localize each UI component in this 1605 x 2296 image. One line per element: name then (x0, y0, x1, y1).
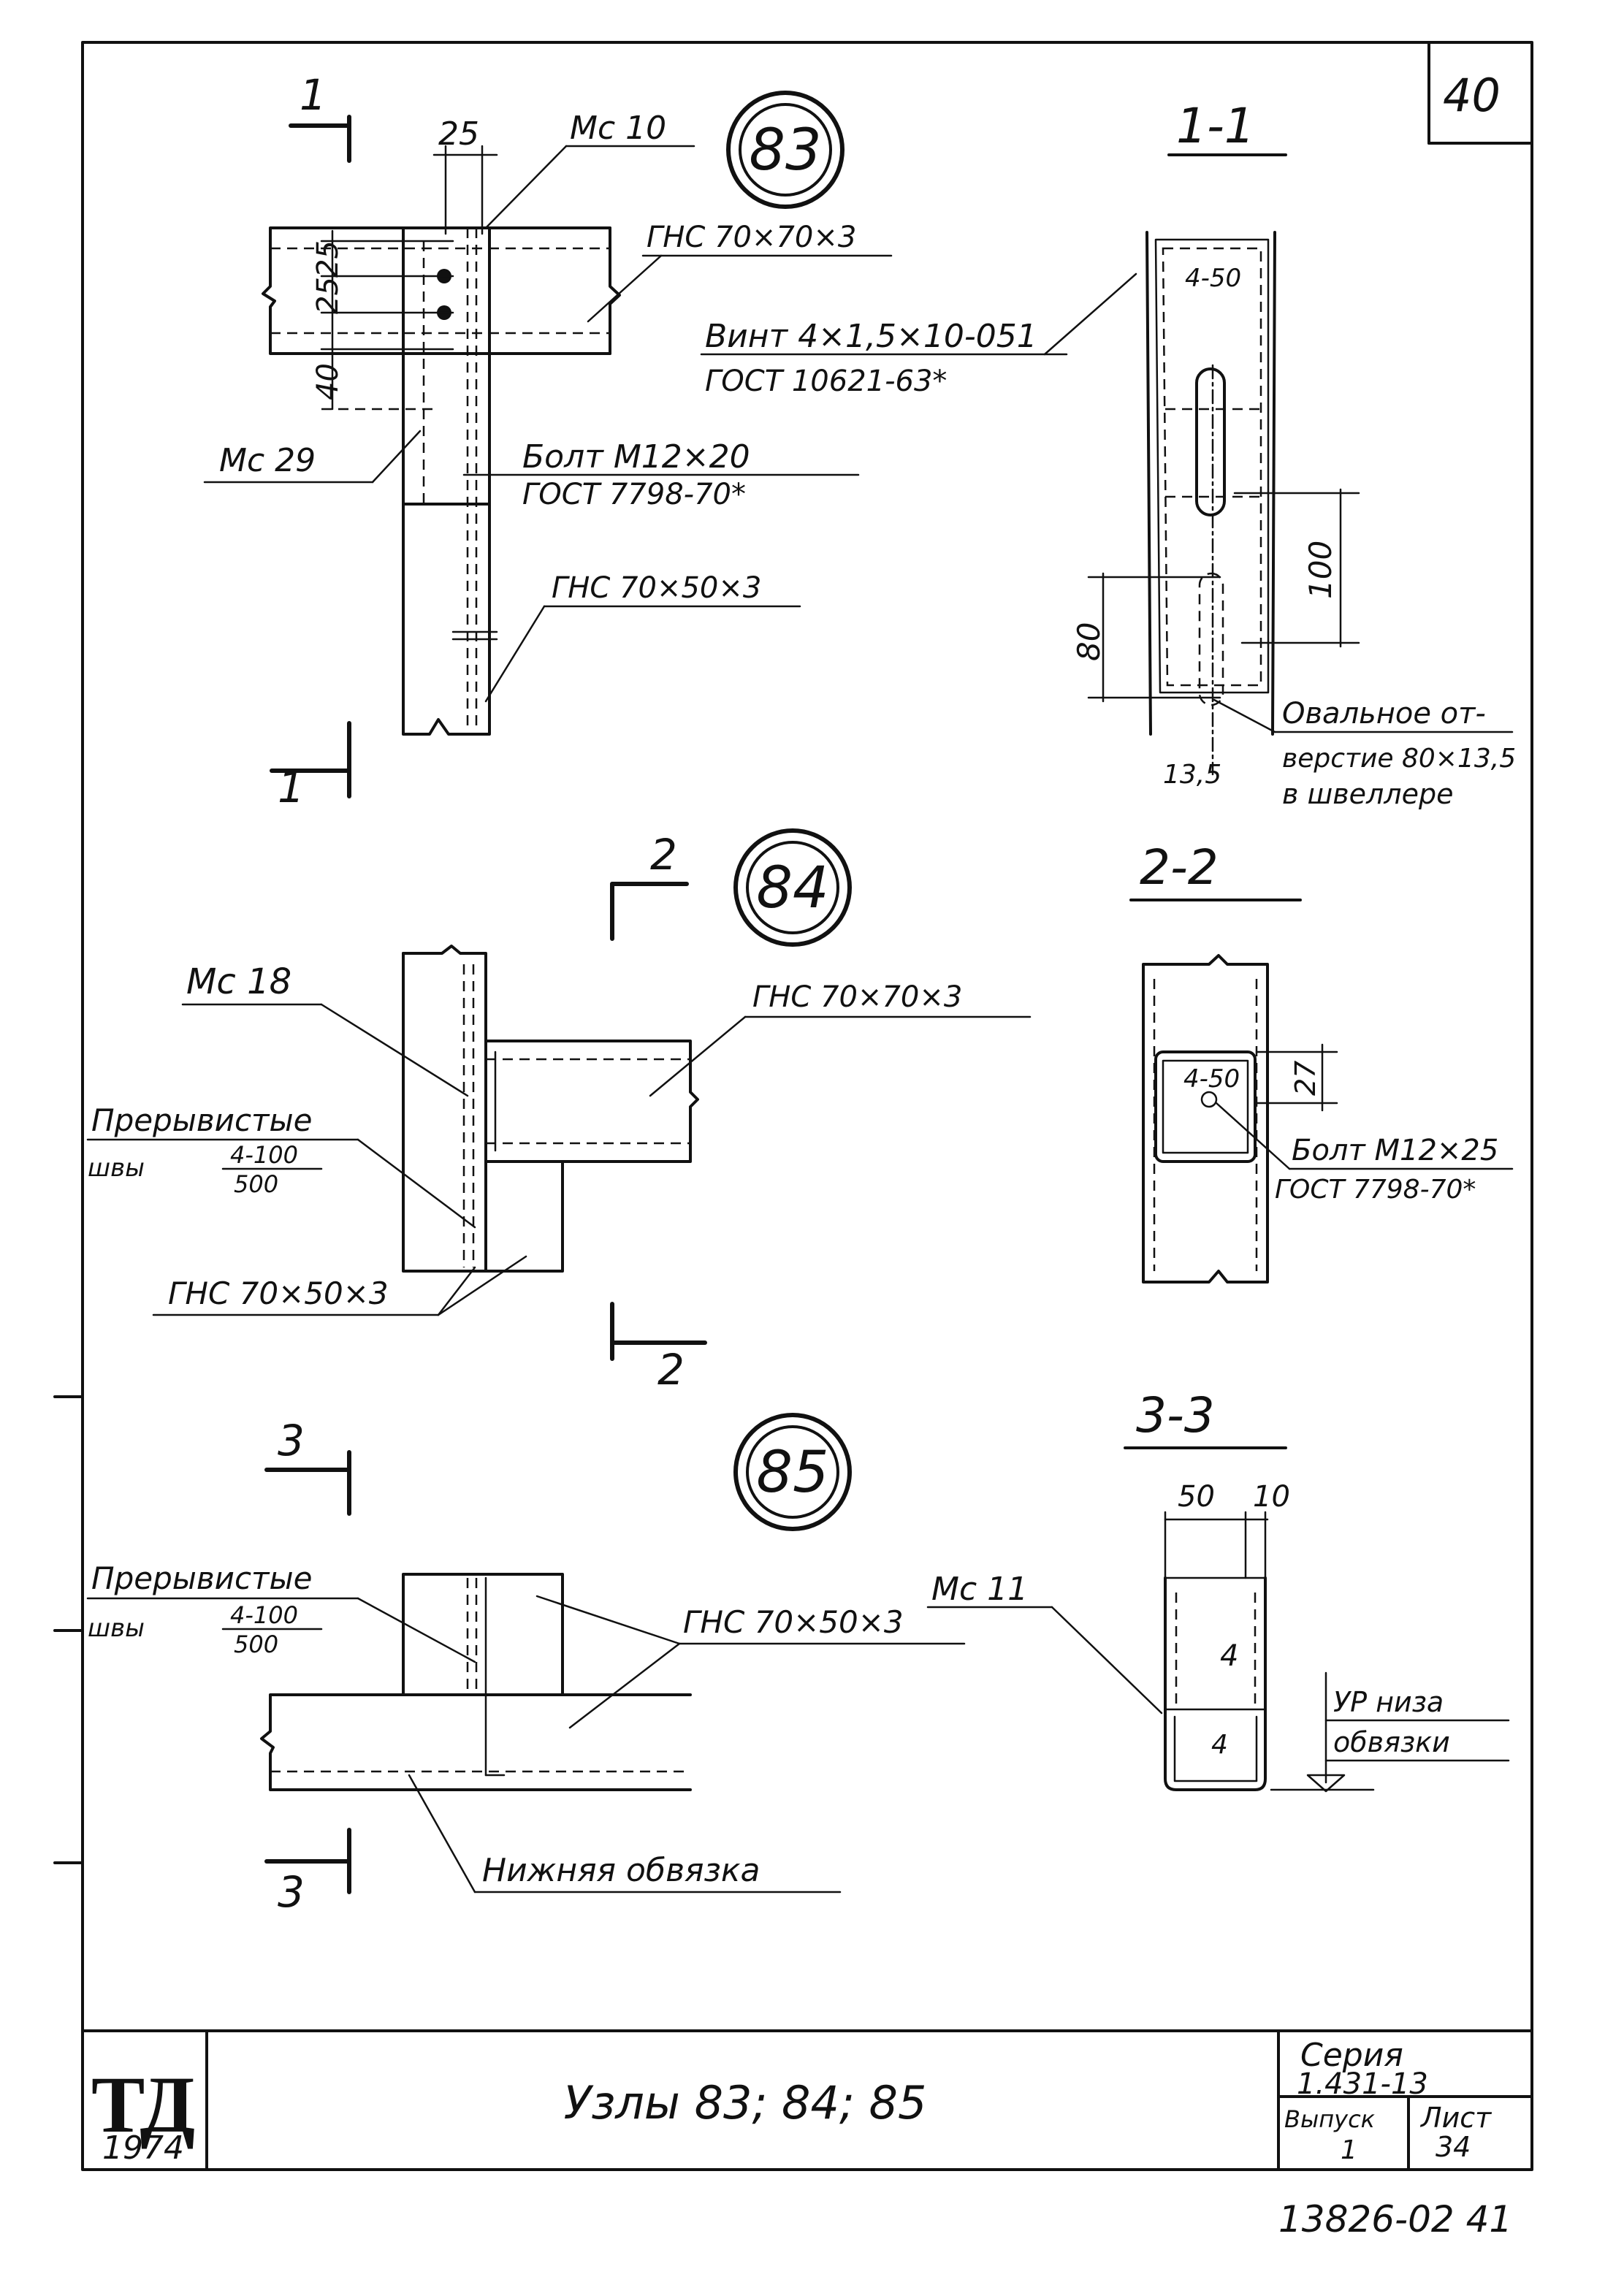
section-2-2-title: 2-2 (1140, 839, 1219, 896)
section-mark-2-bottom-label: 2 (657, 1345, 685, 1395)
section-mark-3-bottom-label: 3 (278, 1867, 305, 1917)
node-84: 84 2 2 Мс 18 (86, 828, 1514, 1395)
label-prerv-85-frac-top: 4-100 (230, 1601, 298, 1629)
column-83 (402, 145, 491, 736)
label-ghs-70x50-83: ГНС 70×50×3 (552, 571, 761, 605)
title-year: 1974 (102, 2129, 184, 2167)
beam-top-83 (262, 226, 621, 355)
sheet-label: Лист (1419, 2102, 1492, 2134)
label-prerv-85-2: швы (88, 1614, 145, 1643)
section-3-3-title: 3-3 (1136, 1387, 1215, 1443)
dim-100: 100 (1303, 541, 1338, 599)
dim-50: 50 (1178, 1480, 1215, 1514)
column-84 (402, 945, 564, 1273)
dim-27: 27 (1289, 1061, 1322, 1096)
column-85 (402, 1573, 564, 1777)
section-3-3: 3-3 50 10 4 4 УР низа обвязки (1124, 1387, 1510, 1793)
node-85: 85 3 3 Прерывистые швы 4-100 (86, 1387, 1510, 1917)
labels-84: Мс 18 ГНС 70×70×3 Прерывистые швы 4-100 … (86, 961, 1032, 1316)
sheet-value: 34 (1436, 2131, 1471, 2163)
weld-2-2: 4-50 (1183, 1064, 1240, 1094)
label-oval-2: верстие 80×13,5 (1282, 744, 1516, 774)
bottom-frame-85 (260, 1693, 692, 1791)
node-83-badge: 83 (726, 91, 845, 209)
section-mark-2-top-label: 2 (650, 830, 677, 880)
section-1-1-title: 1-1 (1176, 98, 1255, 154)
title-block: ТД 1974 Узлы 83; 84; 85 Серия 1.431-13 В… (81, 2029, 1533, 2171)
label-bolt-83-2: ГОСТ 7798-70* (522, 478, 746, 511)
label-bolt-84-2: ГОСТ 7798-70* (1275, 1175, 1476, 1205)
labels-85: Прерывистые швы 4-100 500 ГНС 70×50×3 Ни… (86, 1560, 1163, 1893)
label-ghs-70x70-84: ГНС 70×70×3 (752, 980, 962, 1014)
dim-13-5: 13,5 (1163, 760, 1221, 790)
dim-80: 80 (1071, 622, 1107, 661)
label-prerv-84-frac-top: 4-100 (230, 1141, 298, 1169)
labels-83: Мс 10 ГНС 70×70×3 Мс 29 Болт М12×20 ГОСТ… (203, 110, 893, 703)
label-mc10: Мс 10 (570, 110, 666, 147)
node-85-badge: 85 (733, 1413, 852, 1531)
section-mark-3-bottom: 3 (264, 1828, 351, 1917)
td-logo: ТД (91, 2060, 195, 2149)
section-mark-1-bottom: 1 (270, 721, 351, 812)
label-bolt-84-1: Болт М12×25 (1292, 1134, 1498, 1167)
node-84-badge: 84 (733, 828, 852, 947)
label-prerv-84-frac-bot: 500 (234, 1170, 278, 1198)
label-mc11: Мс 11 (931, 1571, 1028, 1608)
sheet-frame (53, 41, 1533, 2171)
series-label: Серия (1300, 2037, 1403, 2074)
label-mc29: Мс 29 (219, 442, 316, 479)
dim-83-v1: 25 (311, 240, 345, 278)
sheet-number: 40 (1443, 69, 1501, 122)
label-ghs-70x70-83: ГНС 70×70×3 (647, 221, 856, 254)
section-1-1: 1-1 4-50 100 80 13,5 Овальное от- версти… (700, 98, 1516, 810)
label-prerv-84-2: швы (88, 1153, 145, 1183)
section-mark-1-top-label: 1 (300, 70, 327, 120)
weld-1-1: 4-50 (1185, 264, 1241, 293)
node-83: 83 1 1 (203, 70, 1516, 812)
label-ghs-70x50-84: ГНС 70×50×3 (168, 1275, 389, 1311)
label-prerv-84-1: Прерывистые (91, 1102, 313, 1138)
label-level-2: обвязки (1333, 1726, 1450, 1758)
node-83-number: 83 (749, 118, 821, 183)
weld-3-3-a: 4 (1220, 1639, 1238, 1673)
dim-83-top: 25 (438, 115, 479, 153)
node-84-number: 84 (756, 855, 828, 921)
series-value: 1.431-13 (1297, 2067, 1428, 2101)
label-oval-1: Овальное от- (1282, 697, 1486, 731)
label-bolt-83-1: Болт М12×20 (522, 438, 750, 476)
section-mark-3-top: 3 (264, 1416, 351, 1516)
drawing-title: Узлы 83; 84; 85 (564, 2076, 927, 2129)
label-bottom-frame: Нижняя обвязка (482, 1852, 760, 1889)
label-prerv-85-frac-bot: 500 (234, 1631, 278, 1658)
section-mark-1-top: 1 (289, 70, 351, 163)
dim-83-v2: 25 (311, 277, 345, 314)
dim-83-v3: 40 (311, 363, 345, 400)
section-mark-2-top: 2 (610, 830, 689, 941)
dim-10: 10 (1253, 1480, 1290, 1514)
section-mark-2-bottom: 2 (610, 1302, 707, 1395)
issue-label: Выпуск (1284, 2105, 1376, 2133)
footer-code: 13826-02 41 (1278, 2198, 1512, 2240)
label-screw-1: Винт 4×1,5×10-051 (705, 318, 1037, 355)
label-level-1: УР низа (1333, 1686, 1444, 1718)
section-mark-3-top-label: 3 (278, 1416, 305, 1465)
label-prerv-85-1: Прерывистые (91, 1560, 313, 1596)
dims-83: 25 25 25 40 (311, 115, 498, 411)
issue-value: 1 (1341, 2135, 1357, 2165)
beam-84 (484, 1040, 699, 1163)
section-mark-1-bottom-label: 1 (278, 763, 305, 812)
label-mc18: Мс 18 (186, 961, 291, 1002)
label-oval-3: в швеллере (1282, 778, 1453, 810)
section-2-2: 2-2 4-50 27 Болт М12×25 ГОСТ 7798-70* (1129, 839, 1514, 1284)
label-ghs-70x50-85: ГНС 70×50×3 (683, 1604, 904, 1640)
weld-3-3-b: 4 (1211, 1730, 1228, 1760)
label-screw-2: ГОСТ 10621-63* (705, 365, 947, 398)
node-85-number: 85 (756, 1440, 828, 1506)
